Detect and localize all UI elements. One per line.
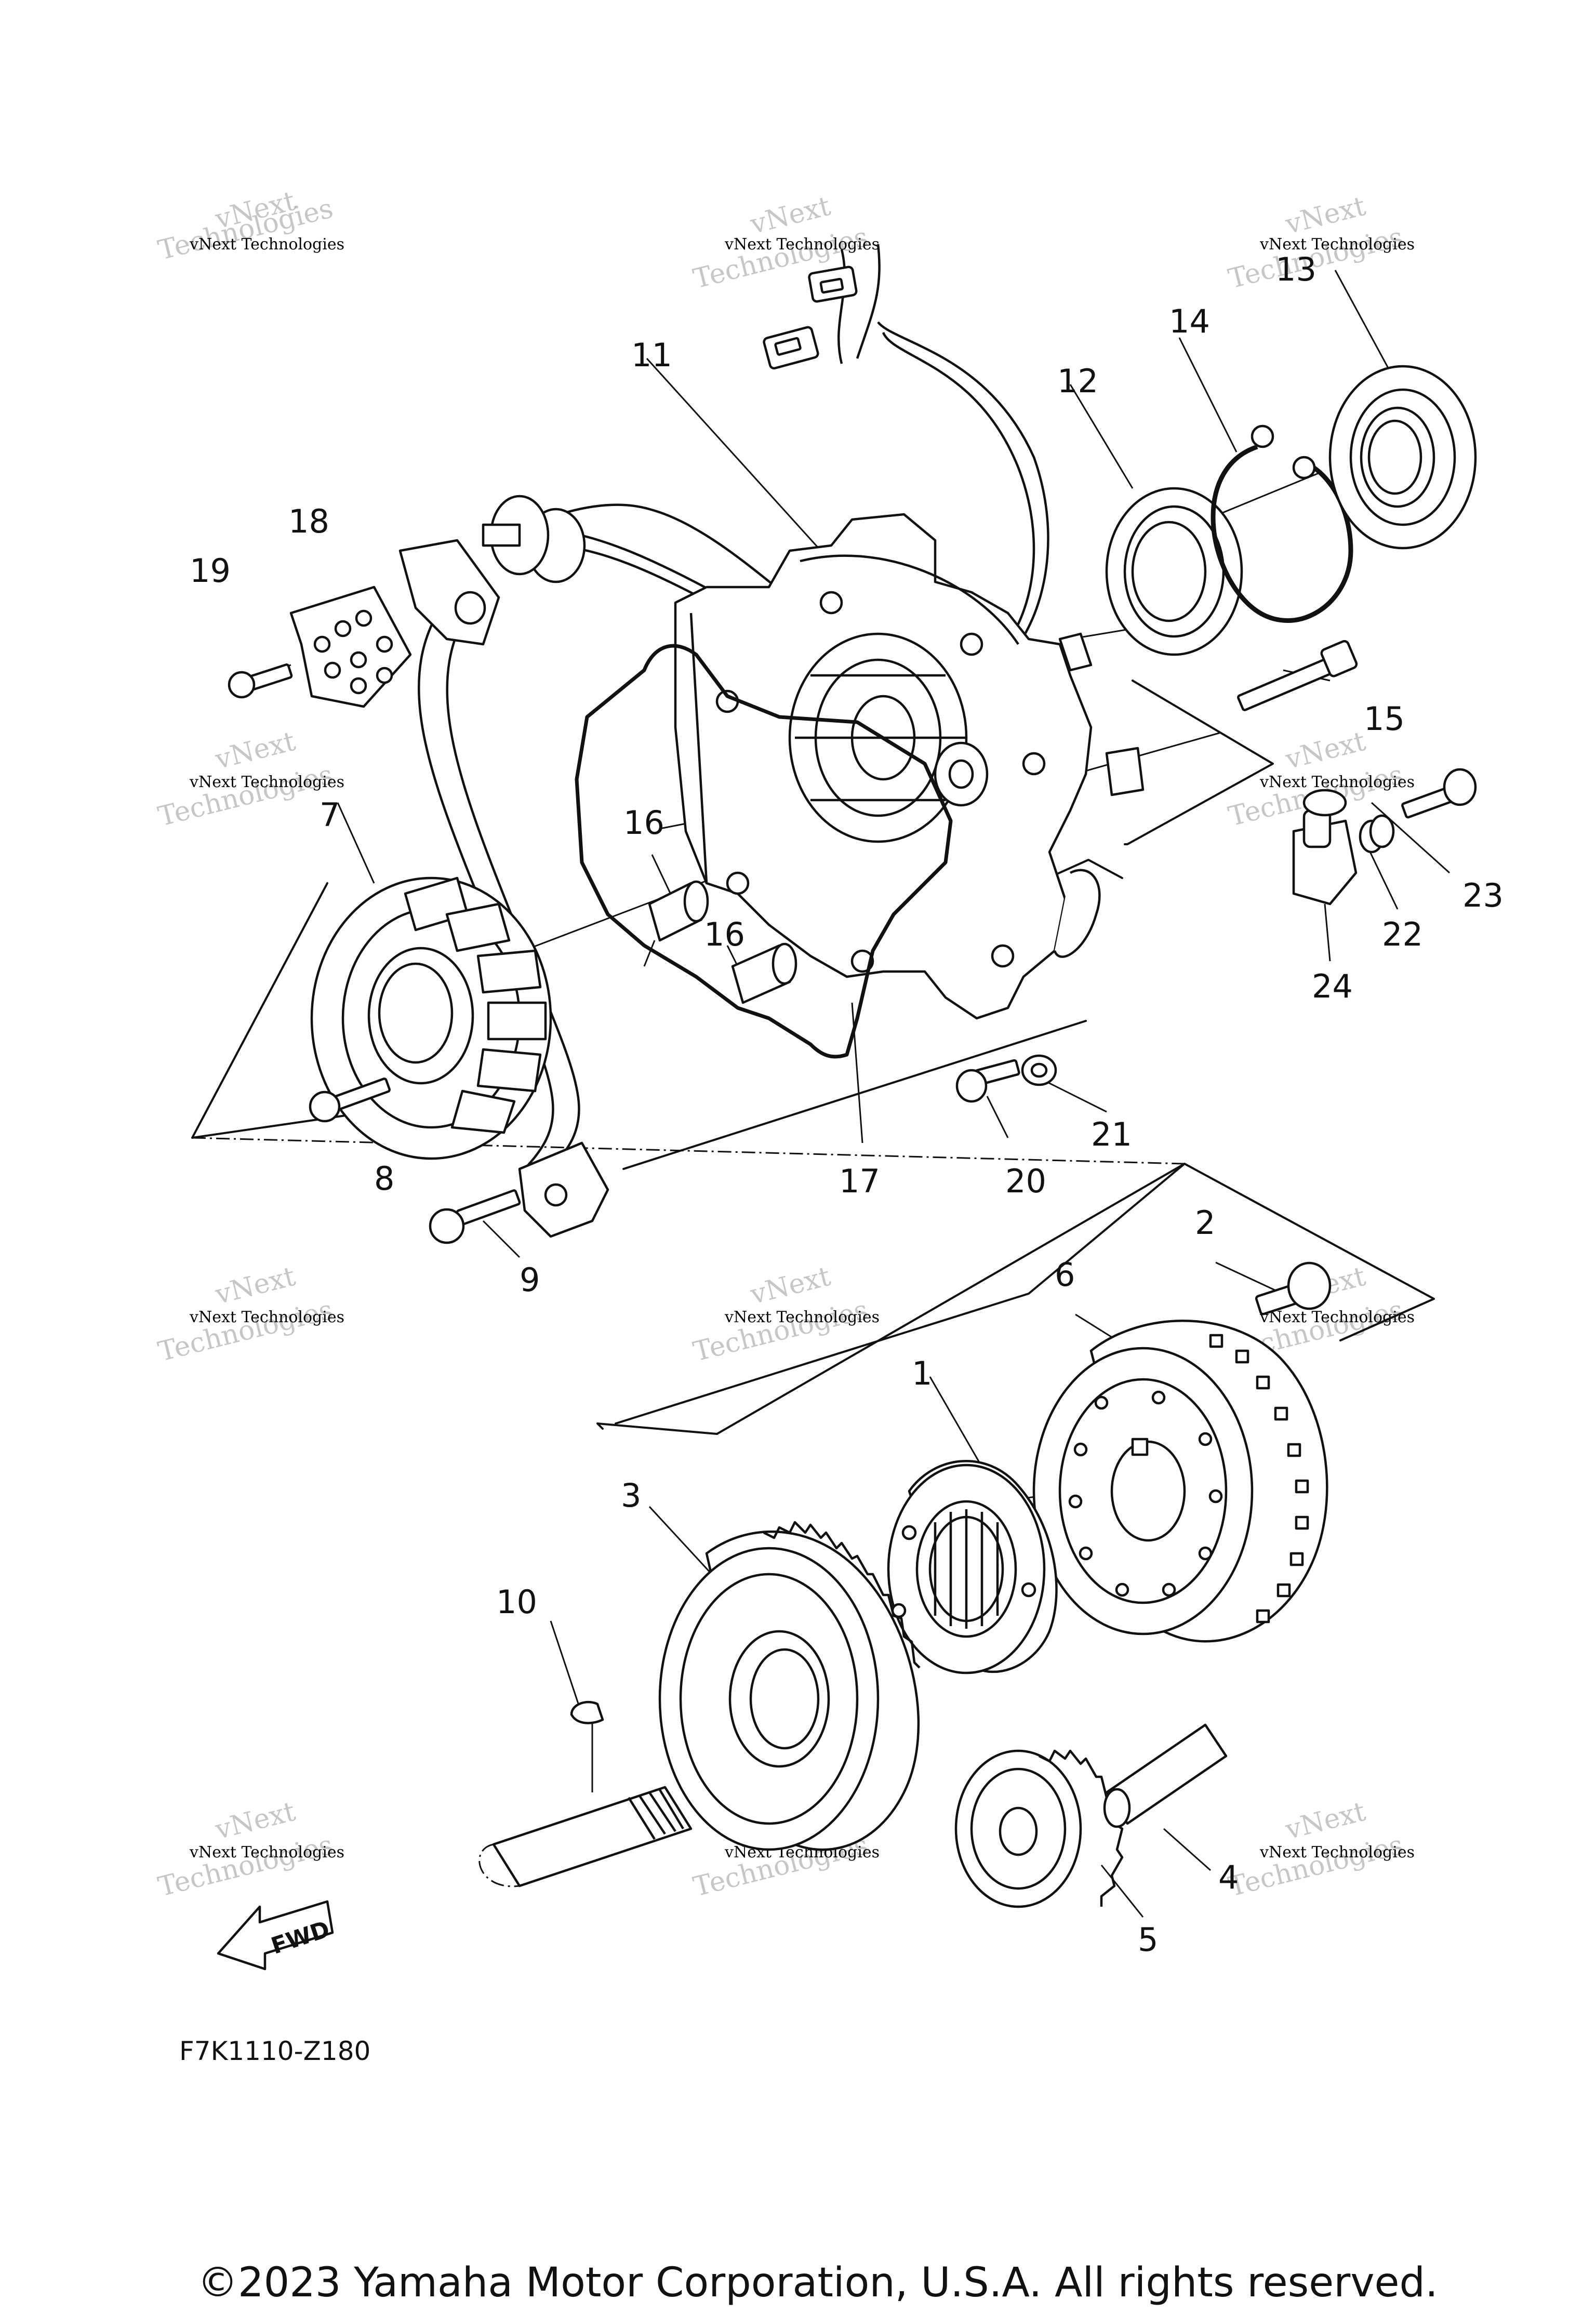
callout-4: 4 — [1218, 1858, 1239, 1896]
watermark-bottom-right: Technologies vNext vNext Technologies — [1226, 1796, 1415, 1903]
screw-20 — [955, 1059, 1020, 1103]
watermark-top-right: Technologies vNext vNext Technologies — [1226, 191, 1415, 295]
watermark-top-left: Technologies vNext vNext Technologies — [155, 185, 344, 267]
stator-7 — [310, 876, 552, 1160]
svg-text:vNext: vNext — [212, 1261, 299, 1311]
pickup-coil — [518, 1141, 609, 1238]
callout-15: 15 — [1364, 700, 1405, 738]
dowel-pin-16-lower — [731, 942, 797, 1004]
outline-dashed-divider — [192, 1137, 1185, 1165]
callout-23: 23 — [1462, 876, 1504, 914]
callout-8: 8 — [374, 1160, 394, 1198]
callout-5: 5 — [1138, 1921, 1158, 1959]
svg-text:Technologies: Technologies — [155, 1829, 336, 1903]
callout-13: 13 — [1275, 250, 1316, 288]
svg-text:Technologies: Technologies — [690, 1294, 871, 1367]
watermark-mid-left: Technologies vNext vNext Technologies — [155, 726, 344, 833]
callout-6: 6 — [1055, 1256, 1075, 1294]
starter-wheel-gear-3 — [658, 1521, 921, 1851]
svg-text:vNext Technologies: vNext Technologies — [189, 773, 344, 791]
diagram-code: F7K1110-Z180 — [179, 2036, 370, 2066]
callout-22: 22 — [1382, 915, 1423, 953]
callout-17: 17 — [839, 1162, 880, 1200]
svg-text:Technologies: Technologies — [155, 759, 336, 832]
harness-grommet — [482, 495, 586, 583]
callout-1: 1 — [912, 1354, 932, 1392]
svg-text:vNext: vNext — [212, 1796, 299, 1846]
shaft-4 — [1103, 1723, 1228, 1828]
watermark-lower-left: Technologies vNext vNext Technologies — [155, 1261, 344, 1368]
washer-21 — [1021, 1054, 1057, 1086]
callout-10: 10 — [496, 1583, 537, 1621]
svg-text:vNext Technologies: vNext Technologies — [189, 1308, 344, 1326]
svg-text:vNext Technologies: vNext Technologies — [724, 1308, 880, 1326]
svg-text:vNext: vNext — [747, 1261, 834, 1311]
svg-text:vNext Technologies: vNext Technologies — [1259, 1843, 1415, 1861]
gasket-17 — [575, 644, 953, 1059]
svg-text:vNext Technologies: vNext Technologies — [189, 1843, 344, 1861]
bolt-23 — [1401, 768, 1477, 819]
svg-text:vNext Technologies: vNext Technologies — [189, 235, 344, 254]
harness-clamp-plate — [398, 539, 500, 646]
idler-gear-5 — [954, 1749, 1124, 1908]
screw-8 — [309, 1078, 391, 1123]
callout-12: 12 — [1057, 362, 1098, 400]
svg-text:Technologies: Technologies — [1226, 1829, 1406, 1903]
outline-sensor-bracket — [1124, 680, 1274, 845]
watermark-lower-center: Technologies vNext vNext Technologies — [690, 1261, 880, 1368]
callout-21: 21 — [1091, 1115, 1132, 1153]
svg-text:vNext Technologies: vNext Technologies — [1259, 1308, 1415, 1326]
forward-direction-icon: FWD — [217, 1900, 334, 1971]
generator-cover-11 — [674, 513, 1145, 1020]
callout-2: 2 — [1195, 1204, 1215, 1242]
svg-text:vNext: vNext — [212, 726, 299, 776]
svg-text:Technologies: Technologies — [155, 1294, 336, 1367]
stator-coils — [404, 876, 547, 1134]
dowel-pin-16-upper — [648, 880, 709, 942]
crankshaft-end — [478, 1786, 693, 1887]
harness-connector-upper — [808, 265, 858, 303]
outline-cover-base — [622, 1020, 1087, 1170]
svg-text:vNext Technologies: vNext Technologies — [724, 235, 880, 254]
copyright-notice: ©2023 Yamaha Motor Corporation, U.S.A. A… — [197, 2259, 1438, 2306]
callout-16-lower: 16 — [704, 915, 745, 953]
bolt-19 — [228, 663, 293, 699]
bolt-2 — [1255, 1261, 1332, 1315]
watermark-bottom-left: Technologies vNext vNext Technologies — [155, 1796, 344, 1903]
outline-gear-right — [716, 1163, 1435, 1435]
svg-text:vNext: vNext — [1282, 726, 1369, 776]
rotor-bolt-holes — [1068, 1390, 1223, 1597]
callout-11: 11 — [631, 336, 672, 374]
outline-gear-lower — [596, 1422, 718, 1435]
rotor-6 — [1032, 1320, 1328, 1643]
callout-9: 9 — [520, 1261, 540, 1299]
sensor-24 — [1292, 789, 1358, 906]
callout-20: 20 — [1005, 1162, 1046, 1200]
bearing-12 — [1105, 487, 1243, 656]
callout-18: 18 — [288, 502, 329, 540]
rotor-magnet-teeth — [1209, 1334, 1309, 1624]
bolt-15 — [1237, 640, 1358, 711]
harness-connector-lower — [763, 326, 819, 370]
oil-seal-13 — [1328, 365, 1477, 550]
svg-text:vNext Technologies: vNext Technologies — [1259, 773, 1415, 791]
svg-text:vNext: vNext — [1282, 1796, 1369, 1846]
callout-24: 24 — [1312, 967, 1353, 1005]
svg-text:vNext Technologies: vNext Technologies — [1259, 235, 1415, 254]
holder-plate-18 — [289, 586, 412, 708]
callout-3: 3 — [621, 1477, 641, 1514]
starter-clutch-1 — [887, 1459, 1058, 1674]
woodruff-key-10 — [570, 1700, 604, 1724]
callout-19: 19 — [190, 552, 231, 590]
washer-22 — [1359, 814, 1395, 854]
outline-gear-upper — [615, 1163, 1186, 1425]
callout-7: 7 — [320, 796, 340, 834]
callout-labels: 1 2 3 4 5 6 7 8 9 10 11 12 13 14 15 16 1… — [190, 250, 1504, 1959]
bolt-9 — [429, 1189, 521, 1244]
callout-14: 14 — [1169, 302, 1210, 340]
callout-16-upper: 16 — [623, 804, 664, 842]
